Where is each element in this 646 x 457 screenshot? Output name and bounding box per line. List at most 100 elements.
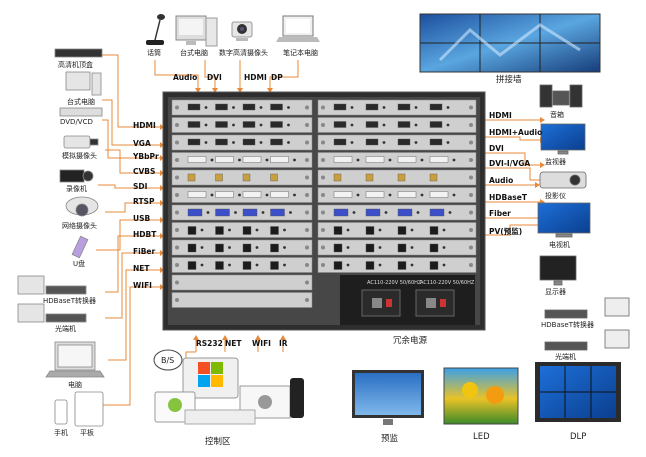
port (187, 261, 197, 270)
port (215, 208, 230, 217)
matrix-card (317, 99, 477, 116)
bottom-displays (352, 362, 621, 425)
port (365, 121, 379, 128)
port (187, 138, 201, 146)
port (333, 208, 349, 217)
port (397, 226, 407, 235)
left-signal-label: HDBT (133, 230, 157, 239)
port (397, 191, 417, 198)
matrix-card (317, 117, 477, 133)
left-signal-label: WIFI (133, 281, 152, 290)
led-display-label: LED (473, 432, 490, 442)
port (365, 156, 385, 163)
port (215, 103, 228, 111)
matrix-chassis (162, 91, 486, 331)
port (242, 191, 262, 198)
matrix-card (317, 204, 477, 221)
control-signal-ir: IR (279, 339, 288, 348)
left-device-label: HDBaseT转换器 (43, 297, 96, 305)
left-signal-label: FiBer (133, 247, 156, 256)
port (270, 138, 283, 146)
port (215, 173, 223, 182)
desktop-computer-icon (175, 15, 218, 47)
matrix-card (171, 134, 313, 151)
port (397, 173, 406, 182)
matrix-card (317, 169, 477, 186)
port (429, 226, 439, 235)
port (187, 173, 196, 182)
port (397, 261, 407, 270)
port (365, 173, 374, 182)
right-device-label: 显示器 (545, 288, 566, 296)
port (397, 208, 413, 217)
port (270, 173, 278, 182)
port (242, 138, 256, 146)
port (333, 173, 342, 182)
control-area-devices (153, 349, 304, 425)
psu2-rating: AC110-220V 50/60HZ (420, 280, 475, 286)
right-device-label: 音箱 (550, 111, 564, 119)
bs-label: B/S (161, 356, 175, 365)
port (215, 243, 224, 253)
top-signal-dp: DP (271, 73, 283, 82)
microphone-icon (146, 14, 165, 45)
port (215, 191, 234, 198)
port (397, 156, 417, 163)
right-signal-label: PV(预监) (489, 227, 523, 236)
left-device-icons (17, 48, 105, 427)
laptop-icon (276, 15, 320, 42)
left-device-label: DVD/VCD (60, 118, 93, 126)
preview-display-label: 预监 (381, 434, 399, 444)
port (187, 226, 197, 235)
port (429, 138, 443, 146)
top-device-label-hd-camera: 数字高清摄像头 (219, 49, 268, 57)
left-device-label: U盘 (73, 260, 86, 268)
port (397, 103, 411, 111)
right-device-label: 电视机 (549, 241, 570, 249)
port (242, 261, 252, 270)
port (365, 138, 379, 146)
matrix-card (171, 187, 313, 203)
left-device-label: 台式电脑 (67, 98, 95, 106)
port (429, 261, 439, 270)
right-signal-label: HDMI (489, 111, 512, 120)
control-area-label: 控制区 (205, 437, 231, 447)
redundant-power-label: 冗余电源 (393, 336, 428, 346)
psu1-rating: AC110-220V 50/60HZ (367, 280, 422, 286)
top-signal-dvi: DVI (207, 73, 222, 82)
port (365, 103, 379, 111)
matrix-card (171, 152, 313, 168)
port (187, 243, 197, 253)
port (333, 243, 343, 253)
right-device-label: 监视器 (545, 158, 566, 166)
port (187, 103, 201, 111)
matrix-card (317, 187, 477, 203)
port (270, 243, 279, 253)
left-signal-label: VGA (133, 139, 151, 148)
port (242, 121, 256, 128)
right-signal-label: HDMI+Audio (489, 128, 543, 137)
right-signal-label: DVI (489, 144, 504, 153)
left-signal-label: SDI (133, 182, 148, 191)
port (397, 121, 411, 128)
left-signal-label: YBbPr (133, 152, 159, 161)
port (333, 261, 343, 270)
right-signal-label: DVI-I/VGA (489, 159, 531, 168)
right-device-label: 光端机 (555, 353, 576, 361)
left-signal-label: RTSP (133, 197, 155, 206)
port (429, 173, 438, 182)
top-signal-audio: Audio (173, 73, 198, 82)
port (215, 138, 228, 146)
port (215, 121, 228, 128)
right-signal-label: Fiber (489, 209, 511, 218)
port (333, 103, 347, 111)
matrix-card (317, 134, 477, 151)
port (365, 226, 375, 235)
top-signal-hdmi: HDMI (244, 73, 267, 82)
port (270, 261, 279, 270)
port (333, 121, 347, 128)
matrix-card (171, 117, 313, 133)
port (242, 208, 258, 217)
left-device-label: 网络摄像头 (62, 222, 97, 230)
